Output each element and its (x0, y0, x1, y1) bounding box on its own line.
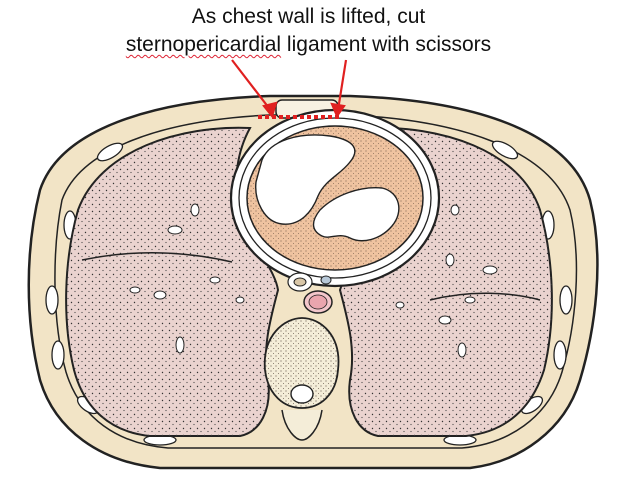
heart-chambers (255, 134, 356, 225)
caption-line-1: As chest wall is lifted, cut (191, 5, 426, 28)
annotation-arrows (231, 59, 348, 119)
caption-rest: ligament with scissors (281, 33, 492, 56)
azygos-vein (320, 275, 332, 285)
caption-line-2: sternopericardial ligament with scissors (0, 32, 617, 58)
caption-term: sternopericardial (125, 33, 282, 56)
spinal-canal (290, 384, 314, 404)
lung-vessels (129, 203, 498, 358)
